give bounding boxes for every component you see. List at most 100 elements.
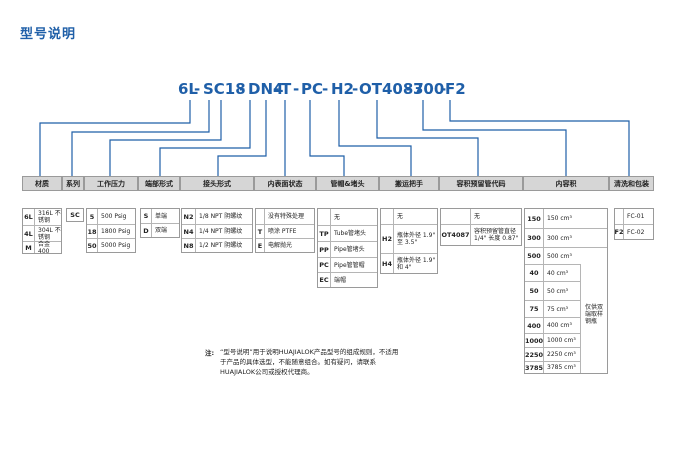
code-separator: -: [440, 80, 447, 98]
row-desc: 500 Psig: [101, 213, 127, 220]
code-separator: -: [293, 80, 300, 98]
row-desc: 瓶体外径 1.9" 和 4": [397, 256, 436, 271]
row-code: OT4087: [441, 225, 471, 245]
row-code: 6L: [23, 209, 35, 225]
code-segment: T: [281, 80, 292, 98]
connector-series: [71, 100, 210, 176]
table-row: 300 300 cm³: [525, 228, 607, 247]
cleaning-table: FC-01 F2 FC-02: [614, 208, 654, 240]
table-row: OT4087 容积预留管直径 1/4" 长度 0.87": [441, 224, 521, 245]
row-desc: 50 cm³: [544, 282, 581, 300]
row-code: N2: [182, 209, 196, 224]
connector-cleaning: [449, 100, 630, 176]
row-code: EC: [318, 273, 331, 287]
table-row: H2 瓶体外径 1.9" 至 3.5": [381, 224, 437, 253]
code-separator: -: [406, 80, 413, 98]
code-separator: -: [239, 80, 246, 98]
row-desc: Pipe管管帽: [334, 261, 365, 269]
table-row: N2 1/8 NPT 阴螺纹: [182, 209, 252, 224]
code-segment: SC18: [203, 80, 246, 98]
row-code: [318, 209, 331, 225]
table-row: D 双端: [141, 223, 179, 237]
row-desc: 5000 Psig: [101, 242, 131, 249]
row-desc: Pipe管堵头: [334, 246, 365, 253]
page-title: 型号说明: [20, 27, 77, 42]
material-table: 6L 316L 不锈钢 4L 304L 不锈钢 M 合金 400: [22, 208, 62, 255]
note-label: 注:: [205, 349, 215, 357]
pressure-table: 5 500 Psig 18 1800 Psig 50 5000 Psig: [86, 208, 136, 253]
row-code: H2: [381, 225, 394, 253]
row-code: 75: [525, 301, 544, 317]
table-row: M 合金 400: [23, 241, 61, 255]
row-desc: 端帽: [334, 276, 347, 284]
model-code-row: 6L - SC18 - DN4 - T - PC - H2 - OT4087 -…: [0, 78, 674, 100]
row-desc: 500 cm³: [547, 252, 572, 260]
table-row: 4L 304L 不锈钢: [23, 225, 61, 241]
handle-table: 无 H2 瓶体外径 1.9" 至 3.5" H4 瓶体外径 1.9" 和 4": [380, 208, 438, 274]
row-desc: FC-02: [627, 228, 645, 236]
row-desc: 无: [397, 213, 404, 220]
connector-handle: [338, 100, 412, 176]
table-row: 150 150 cm³: [525, 209, 607, 228]
table-row: TP Tube管堵头: [318, 225, 377, 241]
row-desc: Tube管堵头: [334, 230, 367, 237]
connector-material: [39, 100, 191, 176]
table-row: PP Pipe管堵头: [318, 241, 377, 257]
row-desc: 喷涂 PTFE: [268, 228, 297, 235]
code-segment: DN4: [248, 80, 284, 98]
header-connection: 接头形式: [180, 176, 254, 191]
row-code: SC: [70, 211, 80, 219]
header-end-type: 端部形式: [138, 176, 180, 191]
row-code: 150: [525, 209, 544, 228]
code-segment: H2: [331, 80, 354, 98]
row-code: [256, 209, 265, 224]
series-table: SC: [66, 208, 84, 222]
table-row: F2 FC-02: [615, 224, 653, 239]
row-desc: 304L 不锈钢: [38, 226, 61, 241]
connection-table: N2 1/8 NPT 阴螺纹 N4 1/4 NPT 阴螺纹 N8 1/2 NPT…: [181, 208, 253, 253]
row-desc: 1/4 NPT 阴螺纹: [199, 228, 243, 235]
outage-tube-table: 无 OT4087 容积预留管直径 1/4" 长度 0.87": [440, 208, 522, 246]
table-row: N8 1/2 NPT 阴螺纹: [182, 238, 252, 252]
table-row: 18 1800 Psig: [87, 224, 135, 238]
row-code: F2: [615, 225, 624, 239]
code-separator: -: [273, 80, 280, 98]
row-desc: 3785 cm³: [544, 362, 581, 373]
table-row: E 电解抛光: [256, 238, 314, 252]
code-separator: -: [322, 80, 329, 98]
row-code: [615, 209, 624, 224]
table-row: 5 500 Psig: [87, 209, 135, 224]
row-desc: 1000 cm³: [544, 334, 581, 347]
row-desc: 双端: [155, 227, 168, 234]
header-cap-plug: 管帽&堵头: [316, 176, 379, 191]
connector-pressure: [109, 100, 222, 176]
row-code: 50: [87, 239, 98, 252]
surface-table: 没有特殊处理 T 喷涂 PTFE E 电解抛光: [255, 208, 315, 253]
row-code: 400: [525, 318, 544, 333]
table-row: 无: [318, 209, 377, 225]
row-desc: 没有特殊处理: [268, 213, 305, 220]
row-code: [381, 209, 394, 224]
row-desc: 75 cm³: [544, 301, 581, 317]
row-code: N8: [182, 239, 196, 252]
row-code: 5: [87, 209, 98, 224]
row-code: 3785: [524, 362, 544, 373]
row-code: PC: [318, 258, 331, 272]
row-desc: 单端: [155, 212, 168, 220]
header-outage-tube: 容积预留管代码: [439, 176, 523, 191]
row-code: E: [256, 239, 265, 252]
code-segment: PC: [301, 80, 324, 98]
row-code: TP: [318, 226, 331, 241]
table-row: 1000 1000 cm³: [525, 333, 581, 347]
table-row: 6L 316L 不锈钢: [23, 209, 61, 225]
row-code: H4: [381, 254, 394, 273]
table-row: FC-01: [615, 209, 653, 224]
table-row: 没有特殊处理: [256, 209, 314, 224]
row-desc: 容积预留管直径 1/4" 长度 0.87": [474, 228, 519, 242]
header-cleaning: 清洗和包装: [609, 176, 654, 191]
cap-plug-table: 无 TP Tube管堵头 PP Pipe管堵头 PC Pipe管管帽 EC 端帽: [317, 208, 378, 288]
table-row: PC Pipe管管帽: [318, 257, 377, 272]
row-code: 1000: [525, 334, 544, 347]
row-code: D: [141, 224, 152, 237]
